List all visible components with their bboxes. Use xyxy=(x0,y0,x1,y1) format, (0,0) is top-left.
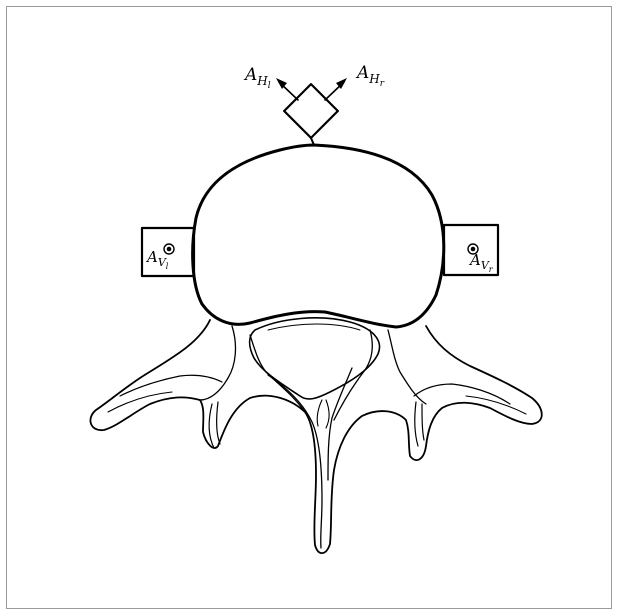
spinous-process-right-edge xyxy=(328,368,352,480)
lamina-left-inner xyxy=(200,326,235,400)
lamina-right-inner-2 xyxy=(334,330,372,420)
vertebral-body xyxy=(193,145,444,327)
inferior-facet-left xyxy=(209,402,220,448)
transverse-process-left-detail xyxy=(120,375,222,396)
transverse-process-right-detail xyxy=(414,384,510,404)
spinous-process-groove xyxy=(317,400,329,428)
label-a-h-left: AHl xyxy=(243,65,271,91)
inferior-facet-right xyxy=(415,402,424,446)
spinal-canal-inner xyxy=(268,324,360,330)
label-a-v-right: AVr xyxy=(468,251,494,274)
sensor-dot-left xyxy=(167,247,172,252)
lamina-right-inner xyxy=(388,330,426,404)
sensor-diamond-top xyxy=(284,84,338,138)
label-a-h-right: AHr xyxy=(355,63,385,89)
